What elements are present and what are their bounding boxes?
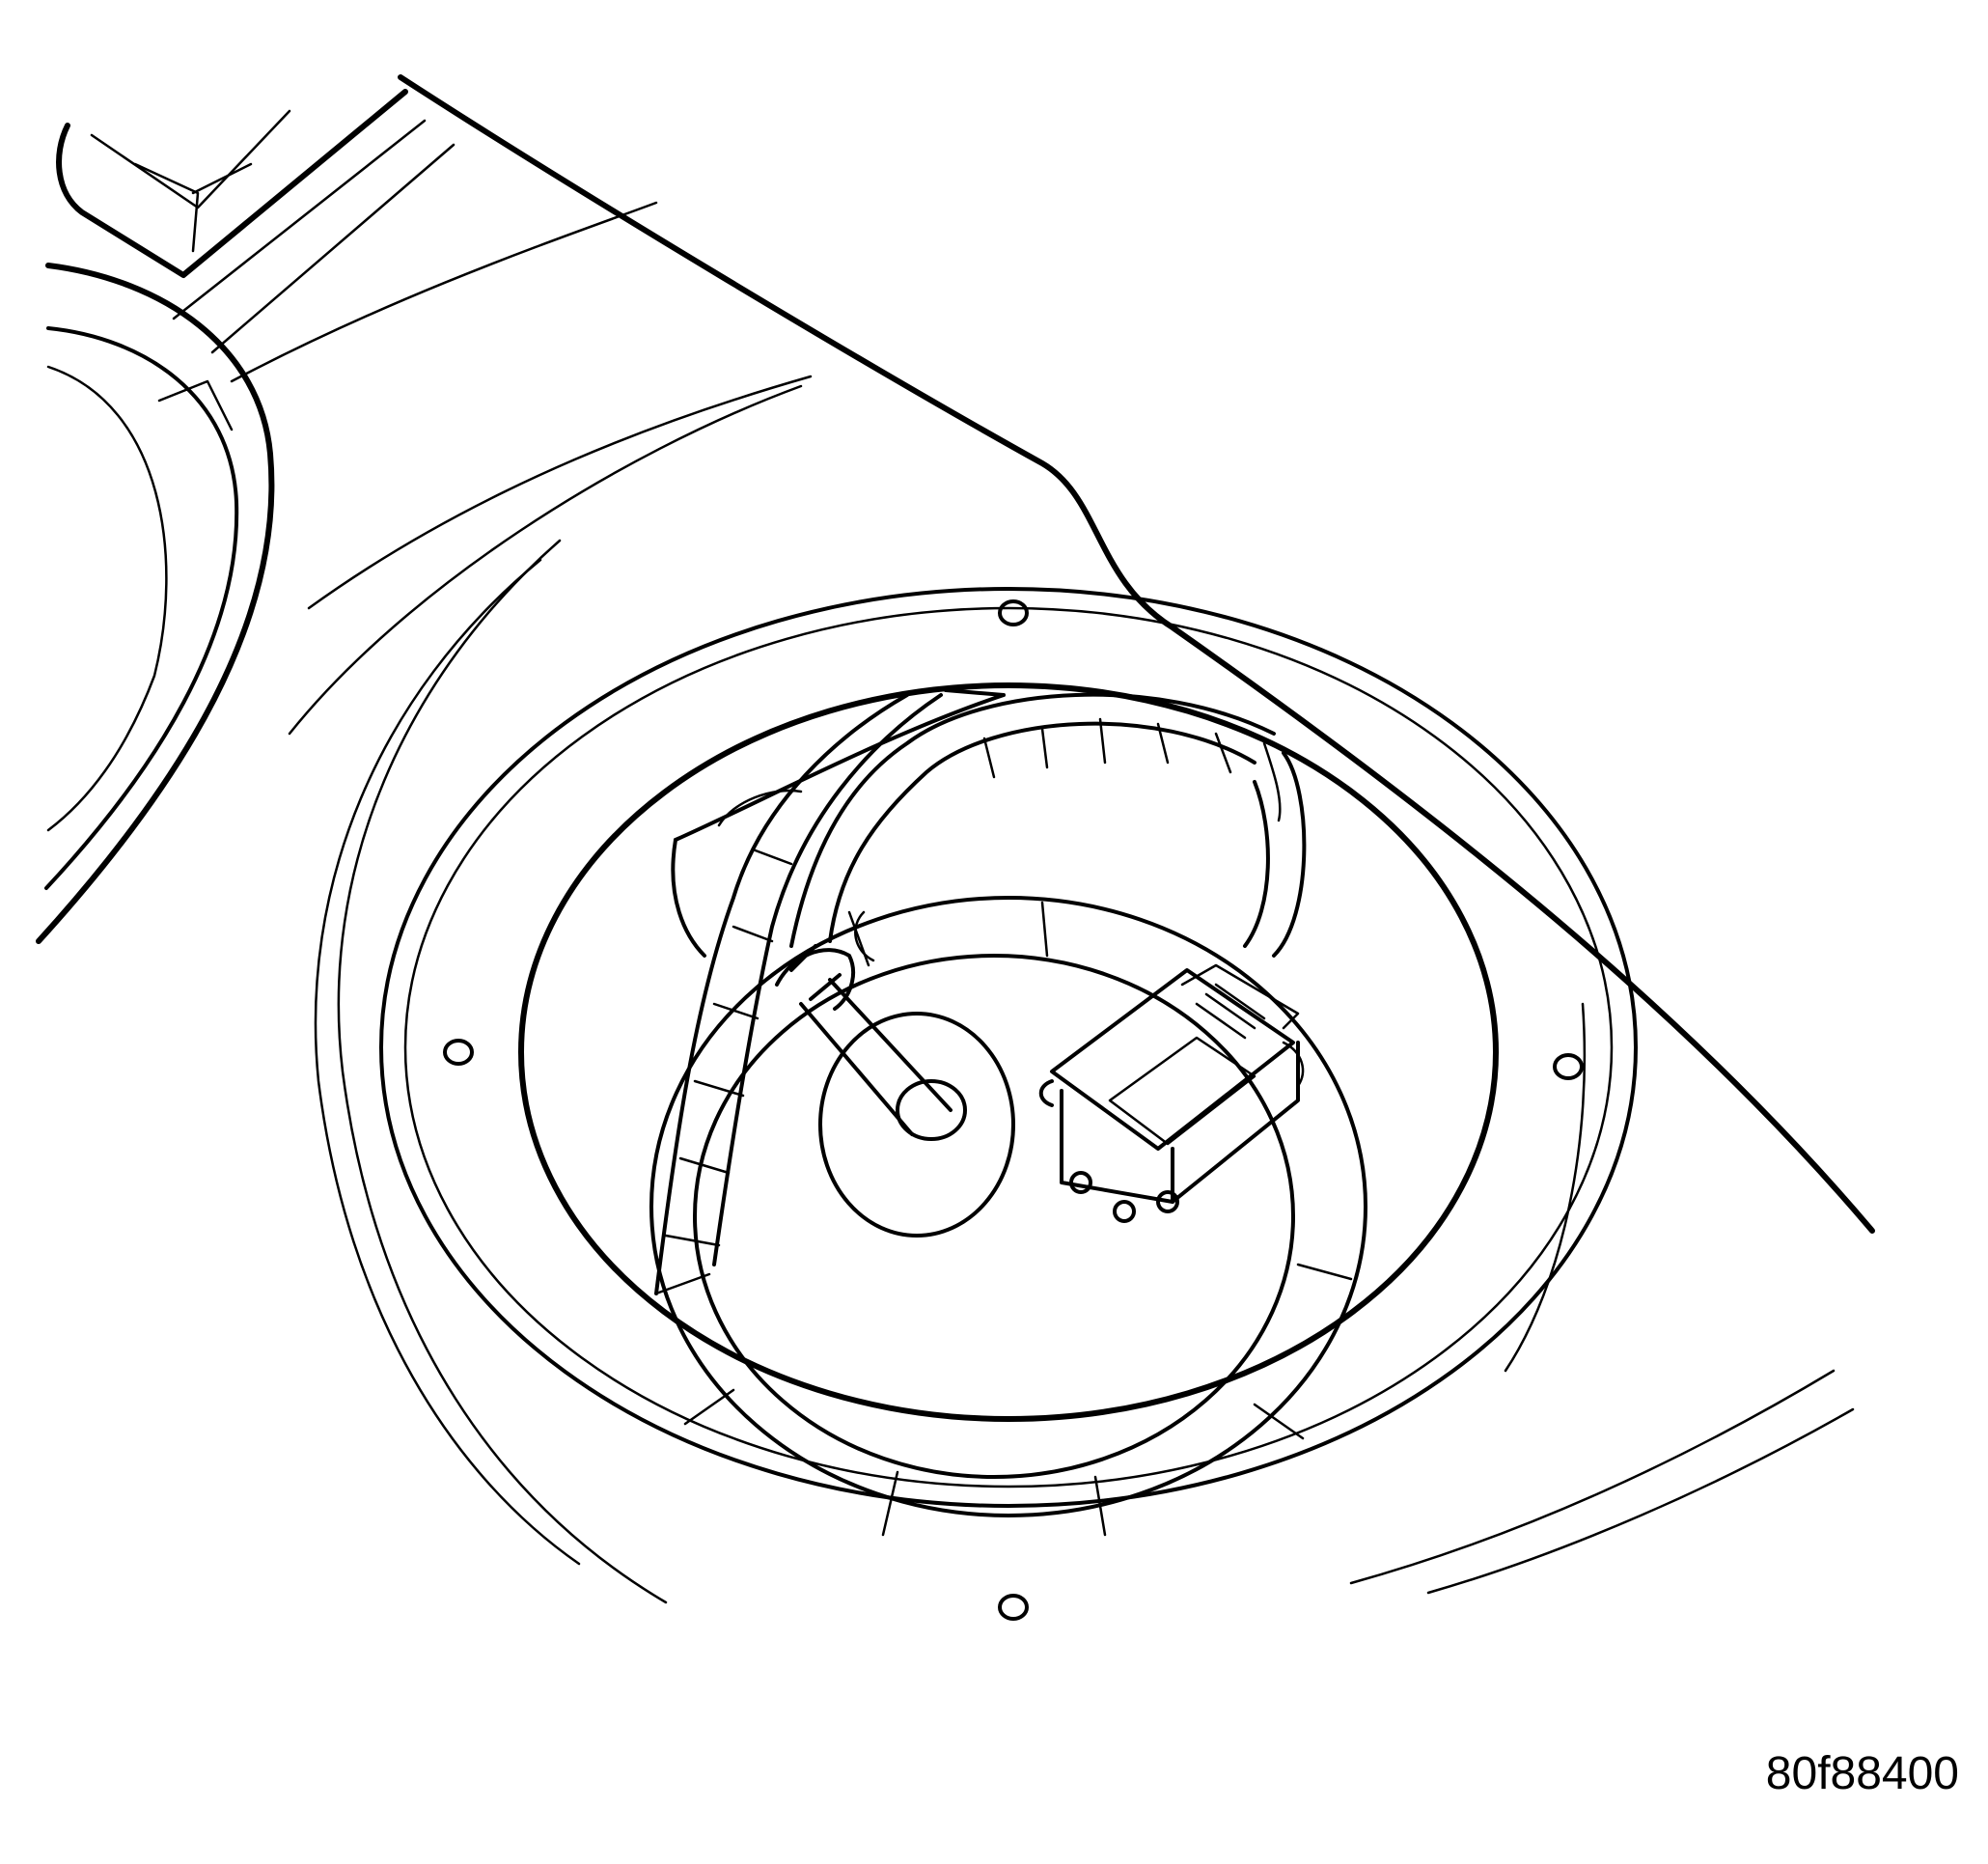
upper-left-bracket (56, 89, 408, 278)
mounting-flange-rings (314, 539, 1855, 1604)
fuel-line-and-harness (654, 688, 1307, 1295)
panel-edges (172, 74, 1875, 1234)
bolt-hole-top (998, 599, 1029, 626)
bolt-hole-left (443, 1039, 474, 1066)
electrical-connector (1038, 963, 1305, 1223)
left-wheel-well (36, 263, 275, 944)
bolt-holes (443, 599, 1584, 1621)
figure-code: 80f88400 (1765, 1748, 1959, 1799)
bolt-hole-right (1553, 1053, 1584, 1080)
lock-ring (649, 896, 1367, 1537)
bolt-hole-bottom (998, 1594, 1029, 1621)
fuel-outlet-nozzle (775, 944, 1015, 1238)
